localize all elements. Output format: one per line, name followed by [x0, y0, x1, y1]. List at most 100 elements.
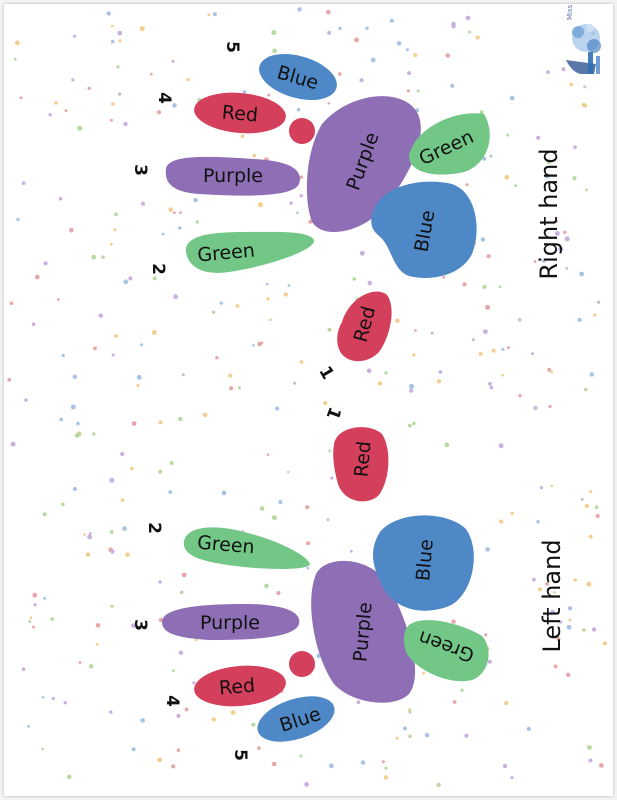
- confetti-dot: [109, 530, 114, 535]
- confetti-dot: [599, 763, 604, 768]
- confetti-dot: [266, 297, 270, 301]
- confetti-dot: [384, 371, 388, 375]
- confetti-dot: [472, 338, 475, 342]
- confetti-dot: [56, 298, 60, 301]
- confetti-dot: [539, 486, 544, 490]
- confetti-dot: [152, 276, 157, 281]
- confetti-dot: [485, 547, 490, 552]
- confetti-dot: [480, 237, 486, 242]
- confetti-dot: [172, 103, 177, 108]
- confetti-dot: [370, 57, 376, 63]
- confetti-dot: [110, 118, 113, 122]
- confetti-dot: [550, 484, 554, 488]
- twister-hands-illustration: Blue 5 Red 4 Purple 3 Green 2 Purple: [7, 4, 608, 788]
- confetti-dot: [416, 89, 420, 93]
- confetti-dot: [128, 276, 133, 281]
- confetti-dot: [193, 197, 198, 203]
- confetti-dot: [329, 763, 334, 769]
- confetti-dot: [58, 196, 63, 201]
- confetti-dot: [72, 486, 77, 492]
- confetti-dot: [546, 159, 552, 165]
- finger-number: 4: [154, 92, 174, 104]
- confetti-dot: [533, 260, 537, 263]
- confetti-dot: [42, 512, 47, 517]
- confetti-dot: [95, 623, 101, 628]
- confetti-dot: [308, 219, 313, 224]
- confetti-dot: [299, 754, 303, 758]
- finger-number: 1: [322, 404, 345, 422]
- confetti-dot: [64, 109, 68, 112]
- confetti-dot: [409, 388, 414, 393]
- confetti-dot: [228, 373, 233, 378]
- confetti-dot: [541, 259, 546, 263]
- confetti-dot: [465, 15, 471, 21]
- confetti-dot: [61, 502, 65, 507]
- confetti-dot: [109, 242, 113, 246]
- confetti-dot: [114, 334, 118, 338]
- confetti-dot: [407, 71, 412, 76]
- confetti-dot: [479, 110, 484, 115]
- confetti-dot: [271, 515, 277, 521]
- confetti-dot: [110, 24, 114, 28]
- confetti-dot: [7, 377, 12, 382]
- confetti-dot: [395, 318, 400, 324]
- logo-icon: Miss Mudle: [566, 4, 601, 74]
- confetti-dot: [573, 578, 577, 582]
- confetti-dot: [278, 500, 283, 505]
- confetti-dot: [157, 110, 162, 115]
- confetti-dot: [356, 700, 361, 704]
- confetti-dot: [452, 700, 457, 704]
- confetti-dot: [552, 590, 556, 594]
- confetti-dot: [76, 421, 80, 426]
- confetti-dot: [510, 776, 514, 780]
- confetti-dot: [602, 641, 608, 646]
- right-finger-5: Blue 5: [222, 41, 337, 101]
- confetti-dot: [251, 722, 256, 727]
- confetti-dot: [176, 713, 181, 719]
- confetti-dot: [13, 57, 17, 61]
- confetti-dot: [550, 370, 554, 374]
- confetti-dot: [327, 102, 331, 105]
- confetti-dot: [178, 650, 184, 655]
- confetti-dot: [257, 746, 261, 750]
- confetti-dot: [588, 758, 593, 763]
- confetti-dot: [114, 212, 118, 217]
- finger-number: 3: [130, 164, 150, 176]
- left-palm: Purple: [311, 560, 416, 703]
- confetti-dot: [10, 441, 16, 447]
- confetti-dot: [484, 633, 488, 637]
- confetti-dot: [77, 125, 83, 131]
- right-thumb-1: Red 1: [314, 291, 392, 383]
- confetti-dot: [272, 48, 278, 54]
- confetti-dot: [550, 609, 555, 615]
- confetti-dot: [451, 24, 456, 29]
- finger-tip-dot: [289, 118, 315, 144]
- confetti-dot: [260, 341, 264, 345]
- confetti-dot: [306, 541, 311, 546]
- confetti-dot: [16, 217, 20, 222]
- confetti-dot: [32, 625, 35, 629]
- confetti-dot: [444, 442, 450, 448]
- confetti-dot: [597, 300, 601, 304]
- confetti-dot: [51, 697, 55, 701]
- confetti-dot: [408, 423, 412, 428]
- confetti-dot: [430, 331, 434, 335]
- confetti-dot: [192, 681, 196, 685]
- left-finger-5: Blue 5: [230, 696, 335, 761]
- right-hand: Blue 5 Red 4 Purple 3 Green 2 Purple: [130, 41, 563, 383]
- confetti-dot: [116, 65, 120, 69]
- side-shape: [403, 620, 489, 682]
- finger-shape: [185, 231, 315, 273]
- confetti-dot: [561, 67, 566, 72]
- right-palm: Purple: [306, 96, 421, 233]
- confetti-dot: [330, 476, 334, 480]
- finger-label: Purple: [200, 612, 260, 634]
- confetti-dot: [266, 453, 270, 457]
- confetti-dot: [111, 102, 115, 106]
- confetti-dot: [178, 226, 182, 230]
- confetti-dot: [118, 92, 122, 96]
- confetti-dot: [179, 211, 182, 215]
- confetti-dot: [297, 7, 302, 12]
- confetti-dot: [265, 282, 269, 286]
- finger-number: 3: [130, 619, 150, 631]
